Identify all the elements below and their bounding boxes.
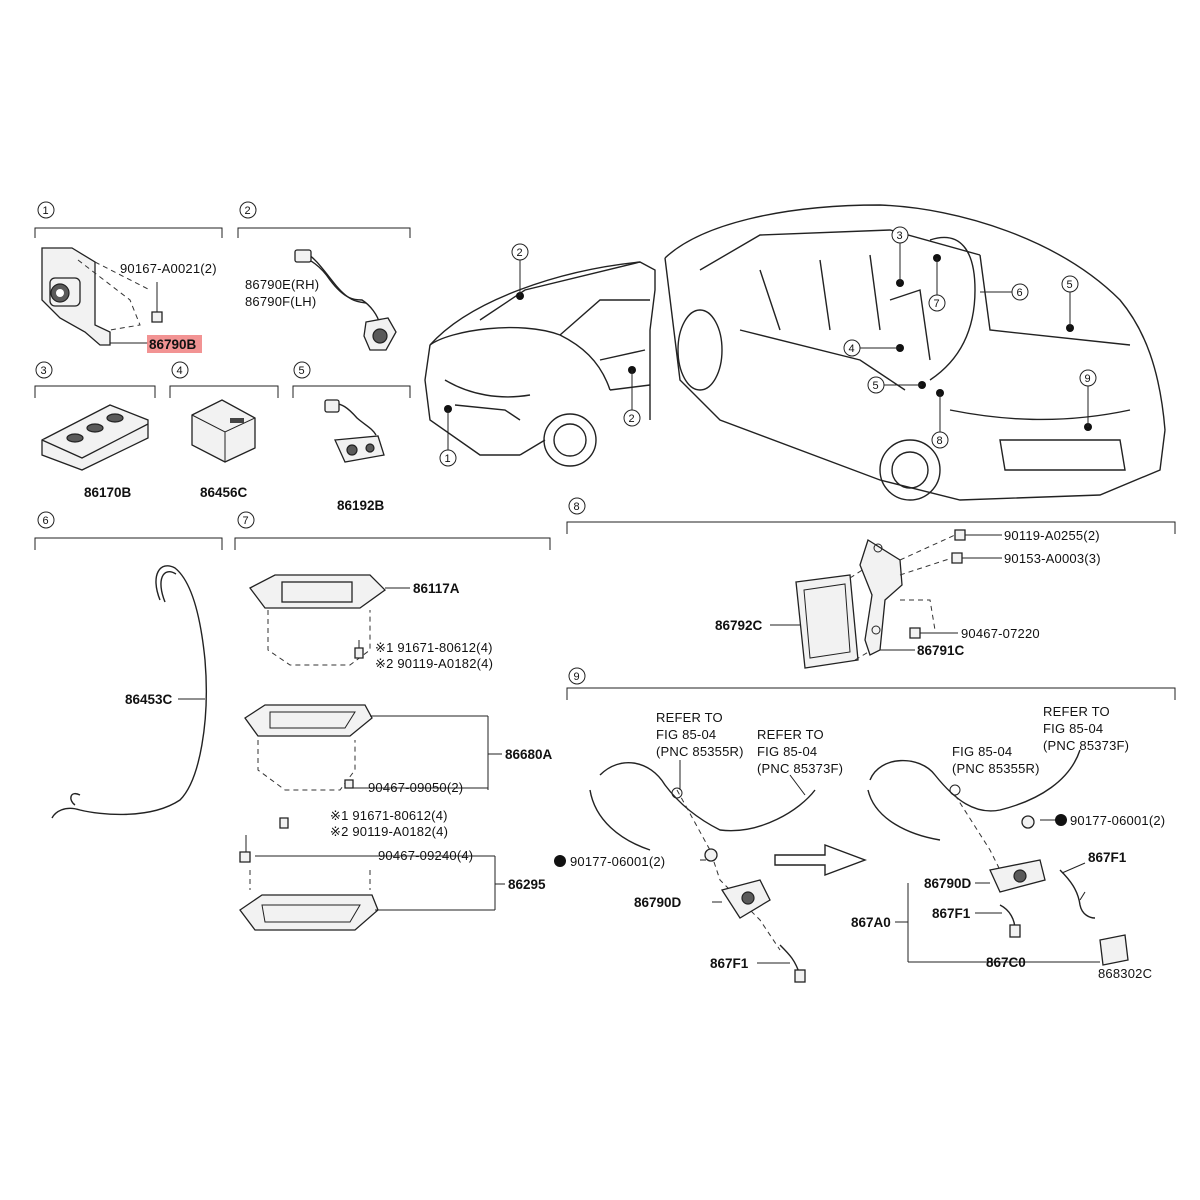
section-6-number: 6	[43, 515, 49, 527]
s4-part-label: 86456C	[200, 485, 248, 500]
section-2-number: 2	[245, 205, 251, 217]
figure-code: 868302C	[1098, 966, 1152, 981]
section-1-number: 1	[43, 205, 49, 217]
section-1-camera	[41, 247, 163, 346]
s9-refer3c-label: (PNC 85373F)	[1043, 738, 1129, 753]
section-4-module	[191, 399, 256, 463]
s7-screw2a-label: ※1 91671-80612(4)	[330, 808, 448, 823]
rear-callout-7: 7	[934, 298, 940, 310]
s7-screw1a-label: ※1 91671-80612(4)	[375, 640, 493, 655]
s7-top-label: 86117A	[413, 581, 460, 596]
s7-screw2b-label: ※2 90119-A0182(4)	[330, 824, 448, 839]
section-3-number: 3	[41, 365, 47, 377]
section-4-number: 4	[177, 365, 183, 377]
s8-bolt2-label: 90153-A0003(3)	[1004, 551, 1101, 566]
s5-part-label: 86192B	[337, 498, 385, 513]
section-7-header: 7	[234, 511, 551, 550]
section-9-header: 9	[566, 667, 1176, 700]
front-vehicle	[424, 261, 656, 467]
s9-refer1c-label: (PNC 85355R)	[656, 744, 744, 759]
section-7-number: 7	[243, 515, 249, 527]
s9-conn-label: 867C0	[986, 955, 1026, 970]
section-9-number: 9	[574, 671, 580, 683]
s9-wire-left-label: 867F1	[710, 956, 749, 971]
rear-callout-9: 9	[1085, 373, 1091, 385]
section-9-left	[589, 760, 867, 983]
section-8-header: 8	[566, 497, 1176, 534]
section-5-header: 5	[292, 361, 411, 398]
s7-mid-label: 86680A	[505, 747, 553, 762]
s8-ecu-label: 86792C	[715, 618, 763, 633]
s1-part-label: 86790B	[149, 337, 197, 352]
s9-refer2c-label: (PNC 85373F)	[757, 761, 843, 776]
s9-refer2a-label: REFER TO	[757, 727, 824, 742]
s9-fig-a-label: FIG 85-04	[952, 744, 1012, 759]
section-4-header: 4	[169, 361, 279, 398]
s8-bracket-label: 86791C	[917, 643, 965, 658]
section-1-header: 1	[34, 201, 223, 238]
s9-refer3b-label: FIG 85-04	[1043, 721, 1103, 736]
s9-nut-left-label: 90177-06001(2)	[570, 854, 665, 869]
section-8-ecu	[770, 529, 1002, 669]
rear-callouts: 3 7 6 5 4 5 8 9	[843, 226, 1097, 449]
section-5-switch	[324, 399, 385, 463]
section-3-smart-key	[41, 404, 149, 471]
s9-refer3a-label: REFER TO	[1043, 704, 1110, 719]
s6-part-label: 86453C	[125, 692, 173, 707]
section-7-display	[239, 574, 505, 931]
front-callout-1: 1	[445, 453, 451, 465]
section-8-number: 8	[574, 501, 580, 513]
rear-callout-5b: 5	[873, 380, 879, 392]
front-callouts: 2 2 1	[439, 243, 641, 467]
s9-assy-label: 867A0	[851, 915, 891, 930]
rear-callout-6: 6	[1017, 287, 1023, 299]
section-6-cable	[51, 565, 207, 819]
s1-bolt-label: 90167-A0021(2)	[120, 261, 217, 276]
s9-refer1b-label: FIG 85-04	[656, 727, 716, 742]
rear-callout-4: 4	[849, 343, 855, 355]
s2-lh-label: 86790F(LH)	[245, 294, 316, 309]
section-2-harness	[294, 249, 397, 351]
s9-bullet-right	[1055, 814, 1067, 826]
rear-callout-8: 8	[937, 435, 943, 447]
s9-wire-r2-label: 867F1	[932, 906, 971, 921]
s9-cam-left-label: 86790D	[634, 895, 682, 910]
s8-bolt1-label: 90119-A0255(2)	[1004, 528, 1100, 543]
section-3-header: 3	[34, 361, 156, 398]
s7-bottom-label: 86295	[508, 877, 546, 892]
s9-bullet-left	[554, 855, 566, 867]
s8-clip-label: 90467-07220	[961, 626, 1040, 641]
front-callout-2a: 2	[517, 247, 523, 259]
s3-part-label: 86170B	[84, 485, 132, 500]
s2-rh-label: 86790E(RH)	[245, 277, 319, 292]
s1-part-highlight	[147, 335, 202, 353]
s9-nut-right-label: 90177-06001(2)	[1070, 813, 1165, 828]
section-5-number: 5	[299, 365, 305, 377]
rear-vehicle	[664, 204, 1166, 501]
s9-refer2b-label: FIG 85-04	[757, 744, 817, 759]
s9-refer1a-label: REFER TO	[656, 710, 723, 725]
rear-callout-3: 3	[897, 230, 903, 242]
section-9-right	[867, 749, 1129, 966]
s9-cam-right-label: 86790D	[924, 876, 972, 891]
s9-wire-r1-label: 867F1	[1088, 850, 1127, 865]
rear-callout-5a: 5	[1067, 279, 1073, 291]
s7-nut2-label: 90467-09240(4)	[378, 848, 473, 863]
section-2-header: 2	[237, 201, 411, 238]
section-6-header: 6	[34, 511, 223, 550]
s7-screw1b-label: ※2 90119-A0182(4)	[375, 656, 493, 671]
s9-fig-b-label: (PNC 85355R)	[952, 761, 1040, 776]
front-callout-2b: 2	[629, 413, 635, 425]
s7-nut1-label: 90467-09050(2)	[368, 780, 463, 795]
